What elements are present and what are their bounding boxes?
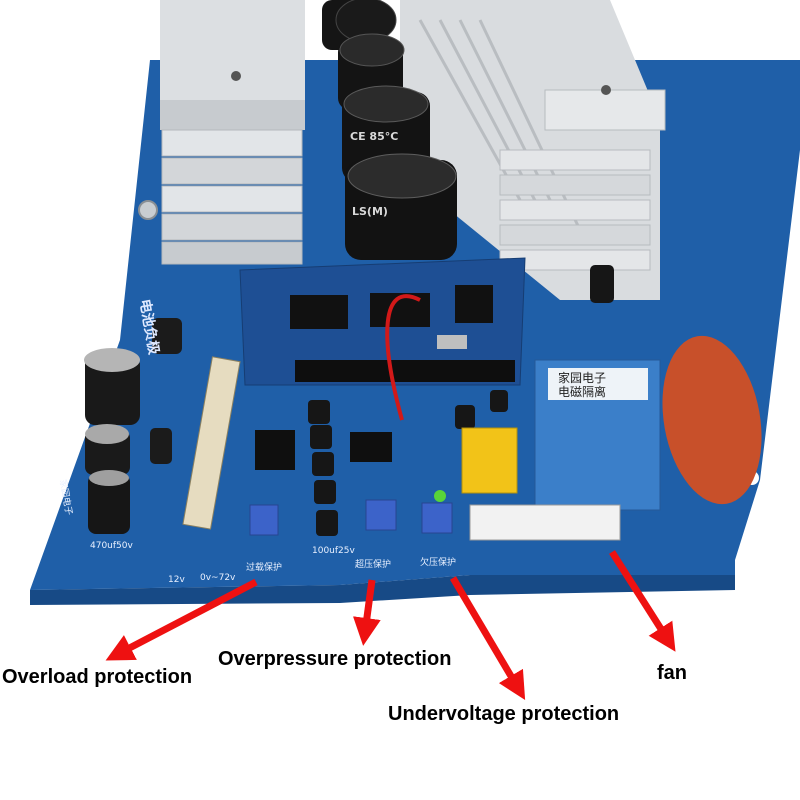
arrow-undervoltage <box>449 576 526 701</box>
arrow-overpressure <box>352 579 381 646</box>
mounting-hole <box>138 200 158 220</box>
silk-overload-cn: 过载保护 <box>246 561 282 573</box>
ic-chip-left <box>255 430 295 470</box>
small-capacitors <box>84 265 614 536</box>
yellow-relay <box>461 427 518 494</box>
film-capacitor <box>662 335 762 505</box>
pcb-edge <box>30 575 735 605</box>
ic-chip-mid <box>350 432 392 462</box>
silk-overpressure-cn: 超压保护 <box>355 558 391 570</box>
overload-protection-label: Overload protection <box>2 666 193 688</box>
silk-undervoltage-cn: 欠压保护 <box>420 556 456 568</box>
trim-potentiometers <box>249 499 453 536</box>
arrow-overload <box>105 578 258 661</box>
silk-12v: 12v <box>168 575 185 585</box>
vertical-module <box>182 356 241 530</box>
silk-cap-label: 470uf50v <box>90 541 134 551</box>
cap-temp-marking: CE 85°C <box>350 130 398 143</box>
green-led <box>434 490 446 502</box>
silk-cap2-label: 100uf25v <box>312 546 356 556</box>
arrow-fan <box>609 550 676 652</box>
cap-series-marking: LS(M) <box>352 205 388 218</box>
undervoltage-protection-label: Undervoltage protection <box>388 703 620 725</box>
fan-label: fan <box>657 662 687 684</box>
transformer-line2: 电磁隔离 <box>558 384 606 399</box>
right-heatsink <box>400 0 666 300</box>
driver-daughter-board <box>239 257 526 421</box>
transformer-line1: 家园电子 <box>558 370 606 385</box>
silk-0v72v: 0v~72v <box>200 573 236 583</box>
isolation-transformer: 家园电子 电磁隔离 <box>534 359 661 511</box>
overpressure-protection-label: Overpressure protection <box>218 648 452 670</box>
left-heatsink <box>160 0 305 265</box>
bulk-capacitors: CE 85°C LS(M) <box>322 0 457 260</box>
white-connector <box>469 504 621 541</box>
